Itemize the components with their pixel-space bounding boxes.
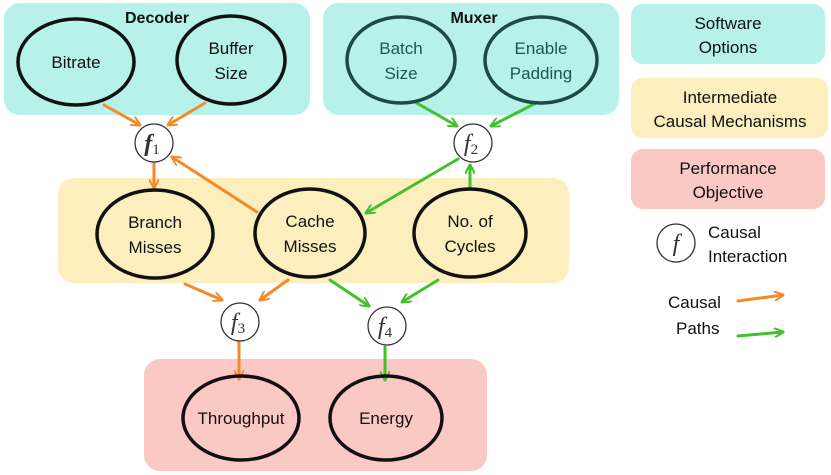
node-bitrate-label: Bitrate <box>51 53 100 72</box>
node-branch-misses: Branch Misses <box>95 188 215 280</box>
intermediate-group-box <box>58 178 569 283</box>
node-enable-padding: Enable Padding <box>483 15 599 105</box>
node-buffer-size-label-1: Buffer <box>208 39 253 58</box>
node-branch-misses-label-1: Branch <box>128 213 182 232</box>
legend-interaction-line-1: Causal <box>708 223 761 242</box>
interaction-f3: f3 <box>220 302 260 342</box>
node-batch-size-label-2: Size <box>384 64 417 83</box>
legend-software-options-line-2: Options <box>699 38 758 57</box>
edge-f2-cache-misses <box>366 157 460 213</box>
legend-software-options: Software Options <box>631 4 825 64</box>
node-cache-misses-label-2: Misses <box>284 237 337 256</box>
node-branch-misses-label-2: Misses <box>129 238 182 257</box>
muxer-group-box <box>323 3 619 115</box>
legend-causal-interaction: f Causal Interaction <box>656 223 787 266</box>
node-buffer-size: Buffer Size <box>175 14 287 106</box>
node-enable-padding-label-2: Padding <box>510 64 572 83</box>
node-batch-size-label-1: Batch <box>379 39 422 58</box>
edge-branch-misses-f3 <box>183 282 222 300</box>
legend-intermediate: Intermediate Causal Mechanisms <box>631 78 828 138</box>
edge-cycles-f4 <box>402 278 440 302</box>
decoder-group-box <box>4 3 310 115</box>
edge-cache-misses-f3 <box>260 278 290 300</box>
node-energy: Energy <box>328 374 444 462</box>
interaction-f3-label: f3 <box>231 310 245 337</box>
legend-interaction-symbol: f <box>673 231 683 257</box>
legend-software-options-line-1: Software <box>694 14 761 33</box>
legend-orange-arrow <box>736 295 783 303</box>
node-cycles-label-1: No. of <box>447 212 493 231</box>
legend-intermediate-line-1: Intermediate <box>683 88 778 107</box>
node-throughput-label: Throughput <box>198 409 285 428</box>
interaction-f2: f2 <box>453 123 493 163</box>
node-energy-label: Energy <box>359 409 413 428</box>
edge-cache-misses-f4 <box>328 278 369 306</box>
node-batch-size: Batch Size <box>345 15 457 105</box>
legend-interaction-line-2: Interaction <box>708 247 787 266</box>
legend-causal-paths: Causal Paths <box>668 293 783 338</box>
legend-intermediate-line-2: Causal Mechanisms <box>653 112 806 131</box>
interaction-f1-label: f1 <box>144 131 160 158</box>
interaction-f2-label: f2 <box>464 131 478 158</box>
legend-performance-line-1: Performance <box>679 159 776 178</box>
decoder-title: Decoder <box>125 10 189 27</box>
performance-group-box <box>144 359 487 471</box>
node-cycles: No. of Cycles <box>412 187 528 279</box>
orange-causal-paths <box>102 101 290 381</box>
edge-cache-misses-f1 <box>172 157 259 214</box>
node-buffer-size-label-2: Size <box>214 64 247 83</box>
interaction-f4: f4 <box>367 306 407 346</box>
legend: Software Options Intermediate Causal Mec… <box>631 4 828 338</box>
node-cache-misses-label-1: Cache <box>285 212 334 231</box>
node-cache-misses: Cache Misses <box>253 187 367 279</box>
interaction-f1: f1 <box>134 123 174 163</box>
interaction-f4-label: f4 <box>378 314 393 341</box>
green-causal-paths <box>328 100 538 382</box>
legend-performance-line-2: Objective <box>693 183 764 202</box>
edge-bitrate-f1 <box>102 103 140 125</box>
node-throughput: Throughput <box>181 374 301 462</box>
node-cycles-label-2: Cycles <box>444 237 495 256</box>
legend-green-arrow <box>736 332 785 336</box>
muxer-title: Muxer <box>450 10 497 27</box>
edge-batch-size-f2 <box>413 100 457 126</box>
legend-paths-line-2: Paths <box>676 319 719 338</box>
node-bitrate: Bitrate <box>16 17 136 107</box>
edge-enable-padding-f2 <box>491 101 538 128</box>
node-enable-padding-label-1: Enable <box>515 39 568 58</box>
legend-performance: Performance Objective <box>631 149 825 209</box>
legend-paths-line-1: Causal <box>668 293 721 312</box>
edge-buffer-size-f1 <box>168 101 207 125</box>
